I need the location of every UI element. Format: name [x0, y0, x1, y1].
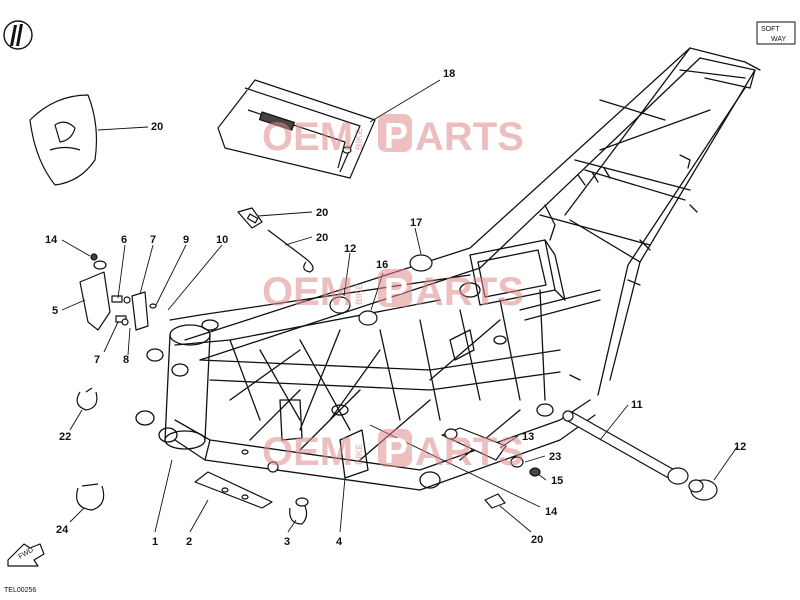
plate-2	[194, 471, 273, 509]
callout-2: 2	[186, 536, 192, 548]
callout-10: 10	[216, 234, 228, 246]
callout-9: 9	[183, 234, 189, 246]
clamp-22	[76, 387, 98, 411]
grommet-20-bottom	[484, 493, 506, 509]
callout-numbers: 20 18 20 20 14 6 7 9 10 5 7 8 12 16 17 1…	[45, 68, 746, 548]
callout-14-left: 14	[45, 234, 58, 246]
callout-24: 24	[56, 524, 69, 536]
callout-18: 20	[151, 121, 163, 133]
callout-4: 4	[336, 536, 343, 548]
softway-logo: SOFT WAY	[756, 21, 796, 45]
rubber-bushes	[329, 254, 433, 326]
callout-7-top: 7	[150, 234, 156, 246]
callout-19: 18	[443, 68, 455, 80]
small-stud	[241, 449, 279, 473]
callout-12-top: 12	[344, 243, 356, 255]
watermark-top: OEM BIKE P ARTS	[262, 114, 524, 159]
cable-clip-20-top	[237, 207, 263, 229]
callout-7-bottom: 7	[94, 354, 100, 366]
spacer-13	[441, 427, 541, 477]
watermark-p: P	[384, 270, 408, 311]
watermark-oem: OEM	[262, 430, 353, 474]
watermark-bike: BIKE	[354, 283, 364, 305]
callout-11: 11	[631, 399, 643, 411]
clip-3	[289, 497, 309, 525]
leader-lines	[61, 79, 738, 533]
watermark-bike: BIKE	[354, 443, 364, 465]
watermark-bike: BIKE	[354, 128, 364, 150]
cap-12	[688, 479, 718, 501]
callout-1: 1	[152, 536, 158, 548]
callout-21: 20	[316, 232, 328, 244]
bracket-5-assembly	[79, 253, 157, 331]
callout-14-right: 14	[545, 506, 558, 518]
watermark-arts: ARTS	[415, 270, 524, 314]
callout-3: 3	[284, 536, 290, 548]
fwd-arrow: FWD	[7, 543, 45, 567]
tool-pouch-19	[217, 79, 376, 179]
callout-15: 15	[551, 475, 563, 487]
watermark-bottom: OEM BIKE P ARTS	[262, 429, 524, 474]
callout-20-top: 20	[316, 207, 328, 219]
watermark-oem: OEM	[262, 115, 353, 159]
callout-22: 22	[59, 431, 71, 443]
watermark-oem: OEM	[262, 270, 353, 314]
watermark-middle: OEM BIKE P ARTS	[262, 269, 524, 314]
callout-13: 13	[522, 431, 534, 443]
callout-12-right: 12	[734, 441, 746, 453]
callout-17: 17	[410, 217, 422, 229]
callout-6: 6	[121, 234, 127, 246]
callout-20-bottom: 20	[531, 534, 543, 546]
softway-logo-bottom: WAY	[771, 36, 786, 43]
callout-8: 8	[123, 354, 129, 366]
callout-16: 16	[376, 259, 388, 271]
manufacturer-logo	[3, 20, 33, 50]
callout-23: 23	[549, 451, 561, 463]
spindle-11	[562, 410, 689, 485]
seat-cover-18	[29, 94, 98, 186]
softway-logo-top: SOFT	[761, 26, 780, 33]
watermark-p: P	[384, 430, 408, 471]
clamp-24	[76, 483, 105, 511]
watermark-arts: ARTS	[415, 430, 524, 474]
callout-5: 5	[52, 305, 58, 317]
main-frame	[135, 47, 761, 491]
watermark-arts: ARTS	[415, 115, 524, 159]
watermark-p: P	[384, 115, 408, 156]
reference-code: TEL00256	[4, 587, 36, 594]
rod-21	[267, 229, 314, 273]
